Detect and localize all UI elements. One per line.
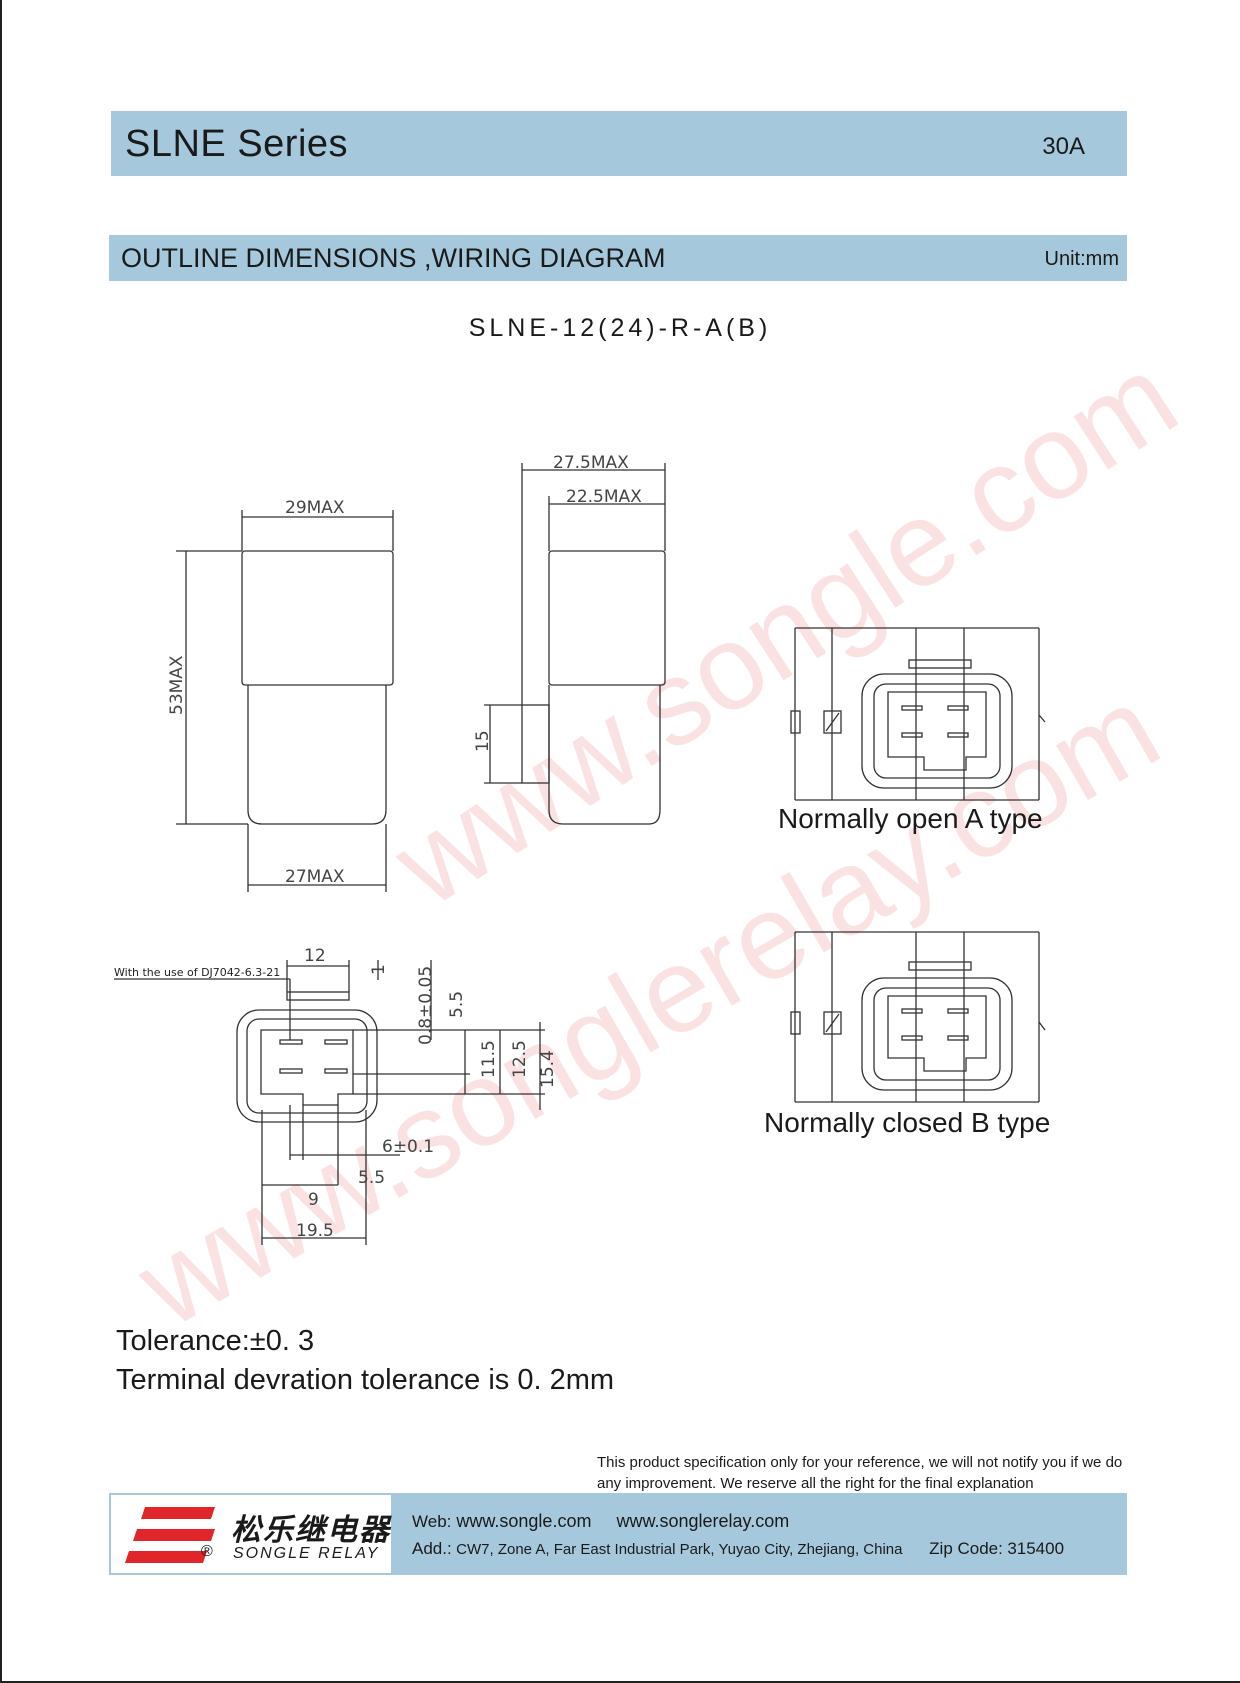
dim-22-5max: 22.5MAX [566,487,642,507]
type-label-normally-closed: Normally closed B type [764,1107,1051,1138]
dim-12: 12 [304,946,326,966]
side-view [484,463,666,825]
series-title: SLNE Series [125,123,349,165]
web-link-songle[interactable]: www.songle.com [456,1511,592,1531]
address-line: Add.: CW7, Zone A, Far East Industrial P… [412,1539,1064,1559]
zip-code: 315400 [1007,1539,1065,1558]
registered-mark: ® [201,1543,213,1560]
type-label-normally-open: Normally open A type [778,803,1043,834]
web-link-songlerelay[interactable]: www.songlerelay.com [616,1511,790,1531]
page-border [0,0,2,1683]
dim-5-5-horiz: 5.5 [358,1168,385,1188]
dim-11-5: 11.5 [479,1040,499,1078]
series-rating: 30A [1042,133,1085,160]
section-header: OUTLINE DIMENSIONS ,WIRING DIAGRAM Unit:… [109,235,1127,281]
dim-53max: 53MAX [167,655,187,715]
dim-12-5: 12.5 [510,1040,530,1078]
address-label: Add.: [412,1539,452,1558]
dim-27-5max: 27.5MAX [553,453,629,473]
brand-name-english: SONGLE RELAY [233,1545,380,1562]
web-line: Web: www.songle.com www.songlerelay.com [412,1511,789,1532]
dim-0-8: 0.8±0.05 [416,966,436,1045]
series-header: SLNE Series 30A [111,111,1127,176]
web-label: Web: [412,1512,452,1531]
tolerance-line: Tolerance:±0. 3 [116,1325,315,1357]
zip-label: Zip Code: [929,1539,1003,1558]
dim-29max: 29MAX [285,498,345,518]
dim-15: 15 [473,730,493,752]
terminal-tolerance-line: Terminal devration tolerance is 0. 2mm [116,1364,615,1396]
disclaimer-text: This product specification only for your… [597,1454,1123,1492]
dim-9: 9 [308,1190,319,1210]
watermark-text: www.songle.com [370,329,1199,932]
page-border [0,1681,1240,1683]
section-unit: Unit:mm [1044,248,1119,270]
songle-logo-icon [125,1507,215,1563]
dim-19-5: 19.5 [296,1221,334,1241]
wiring-diagram-nc [790,931,1046,1103]
dim-5-5-vert: 5.5 [447,991,467,1018]
dim-6: 6±0.1 [382,1137,434,1157]
company-footer: ® 松乐继电器 SONGLE RELAY Web: www.songle.com… [109,1493,1127,1575]
front-view [176,510,394,892]
dim-1: 1 [369,964,389,975]
section-title: OUTLINE DIMENSIONS ,WIRING DIAGRAM [121,243,666,273]
model-number: SLNE-12(24)-R-A(B) [468,314,772,342]
terminal-view [114,960,545,1245]
wiring-diagram-no [790,627,1046,801]
address-text: CW7, Zone A, Far East Industrial Park, Y… [456,1541,903,1558]
brand-name-chinese: 松乐继电器 [231,1513,391,1548]
company-logo-box: ® 松乐继电器 SONGLE RELAY [111,1495,391,1573]
dim-27max: 27MAX [285,867,345,887]
terminal-note: With the use of DJ7042-6.3-21 [114,966,280,979]
dim-15-4: 15.4 [538,1050,558,1088]
